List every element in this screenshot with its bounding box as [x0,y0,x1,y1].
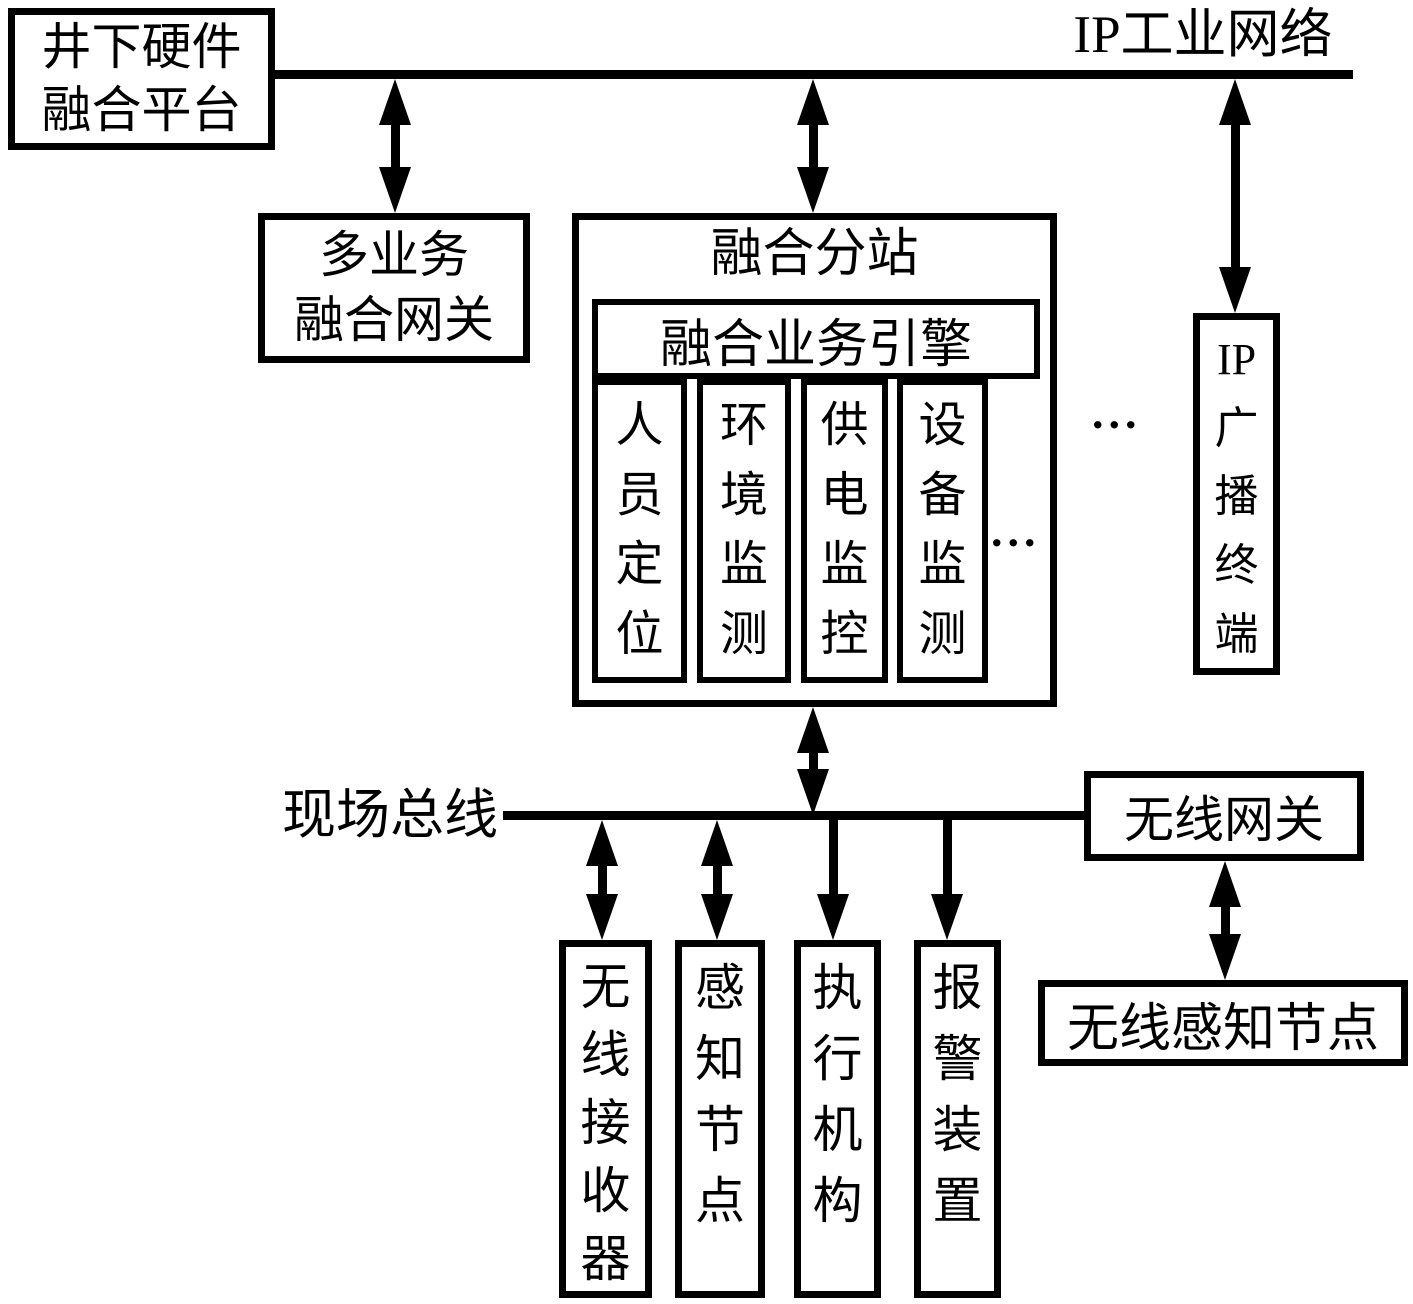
arrow-substation-fieldbus [797,707,829,815]
arrow-shaft [808,125,818,167]
service-personnel-positioning-box: 人员定位 [592,379,687,683]
arrow-shaft [390,125,400,167]
arrowhead-up [701,820,733,866]
multiservice-gateway-box: 多业务 融合网关 [258,213,530,363]
arrow-fieldbus-actuator [817,815,849,940]
arrow-shaft [942,815,952,894]
ip-broadcast-terminal-box: IP广播终端 [1193,313,1280,675]
arrow-fieldbus-receiver [586,820,618,940]
arrowhead-down [701,894,733,940]
arrowhead-down [797,167,829,213]
arrowhead-down [817,894,849,940]
wireless-receiver-label: 无线接收器 [580,959,631,1287]
arrow-bus-broadcast-terminal [1219,79,1251,313]
arrowhead-down [931,894,963,940]
wireless-gateway-label: 无线网关 [1124,792,1324,848]
ip-network-label: IP工业网络 [1073,6,1333,64]
arrow-bus-gateway [379,79,411,213]
more-nodes-ellipsis: ... [1092,387,1142,438]
underground-platform-box: 井下硬件 融合平台 [8,8,275,150]
arrow-bus-substation [797,79,829,213]
underground-platform-label: 井下硬件 融合平台 [41,19,242,138]
arrowhead-down [797,769,829,815]
arrow-shaft [808,753,818,769]
wireless-gateway-box: 无线网关 [1084,771,1364,861]
arrowhead-up [797,707,829,753]
arrow-gateway-wireless-node [1209,861,1241,980]
ip-network-bus-line [273,70,1353,79]
arrow-fieldbus-sensing-node [701,820,733,940]
service-equipment-monitoring-box: 设备监测 [897,379,988,683]
arrow-shaft [1230,125,1240,267]
fusion-service-engine-box: 融合业务引擎 [592,299,1040,379]
field-bus-line [503,811,1087,820]
arrowhead-down [586,894,618,940]
alarm-device-box: 报警装置 [914,940,1001,1298]
fusion-substation-box: 融合分站 融合业务引擎 人员定位 环境监测 供电监控 设备监测 ... [572,213,1057,707]
multiservice-gateway-label: 多业务 融合网关 [294,227,494,348]
service-environment-monitoring-label: 环境监测 [719,399,768,661]
sensing-node-box: 感知节点 [675,940,765,1298]
service-power-monitoring-label: 供电监控 [820,399,869,661]
more-services-ellipsis: ... [991,505,1041,556]
service-environment-monitoring-box: 环境监测 [697,379,791,683]
arrowhead-down [1209,934,1241,980]
alarm-device-label: 报警装置 [932,960,983,1229]
service-personnel-positioning-label: 人员定位 [615,399,664,661]
wireless-sensing-node-label: 无线感知节点 [1066,1000,1379,1058]
fusion-substation-title: 融合分站 [710,226,919,283]
service-power-monitoring-box: 供电监控 [801,379,888,683]
wireless-receiver-box: 无线接收器 [559,940,652,1298]
arrowhead-down [379,167,411,213]
service-equipment-monitoring-label: 设备监测 [918,399,967,661]
wireless-sensing-node-box: 无线感知节点 [1038,980,1408,1066]
field-bus-label: 现场总线 [282,785,498,845]
arrow-shaft [828,815,838,894]
arrow-fieldbus-alarm [931,815,963,940]
arrowhead-up [1209,861,1241,907]
arrow-shaft [597,866,607,894]
actuator-box: 执行机构 [794,940,881,1298]
arrowhead-up [1219,79,1251,125]
arrowhead-down [1219,267,1251,313]
arrowhead-up [586,820,618,866]
arrowhead-up [379,79,411,125]
fusion-service-engine-label: 融合业务引擎 [659,316,972,374]
arrow-shaft [712,866,722,894]
arrow-shaft [1220,907,1230,934]
ip-broadcast-terminal-label: IP广播终端 [1214,335,1259,659]
arrowhead-up [797,79,829,125]
sensing-node-label: 感知节点 [695,960,745,1229]
actuator-label: 执行机构 [812,960,863,1229]
